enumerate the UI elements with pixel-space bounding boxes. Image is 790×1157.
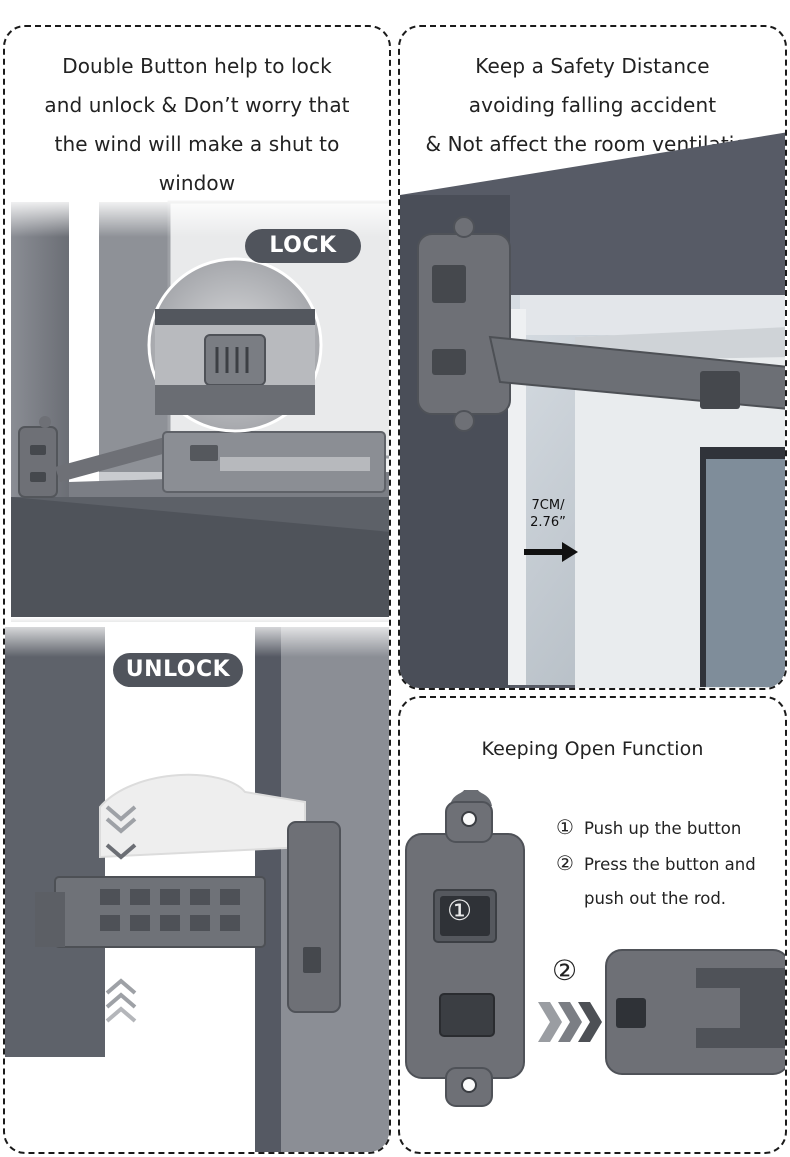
- caption-line: Keep a Safety Distance: [475, 54, 710, 78]
- lock-unlock-panel: Double Button help to lock and unlock & …: [3, 25, 391, 1154]
- lock-unlock-caption: Double Button help to lock and unlock & …: [5, 47, 389, 203]
- step-2: ② Press the button and push out the rod.: [556, 846, 756, 916]
- unlock-scene-illustration: [5, 617, 389, 1152]
- lock-scene-illustration: [11, 197, 389, 622]
- measurement-cm: 7CM/: [531, 498, 565, 513]
- keeping-open-steps: ① Push up the button ② Press the button an…: [556, 810, 756, 916]
- caption-line: window: [158, 171, 236, 195]
- lock-label: LOCK: [245, 229, 361, 263]
- keeping-open-panel: Keeping Open Function ① Push up the butto…: [398, 696, 787, 1154]
- keeping-open-title-text: Keeping Open Function: [481, 738, 704, 760]
- step-2-text-continued: push out the rod.: [584, 889, 727, 908]
- keeping-open-illustration: [405, 790, 785, 1107]
- step-1: ① Push up the button: [556, 810, 756, 846]
- arrow-step-marker: ②: [552, 954, 578, 987]
- keeping-open-title: Keeping Open Function: [400, 730, 785, 769]
- step-1-marker: ①: [556, 815, 574, 839]
- measurement-inch: 2.76”: [530, 515, 566, 530]
- caption-line: and unlock & Don’t worry that: [44, 93, 350, 117]
- unlock-label: UNLOCK: [113, 653, 243, 687]
- safety-distance-panel: Keep a Safety Distance avoiding falling …: [398, 25, 787, 690]
- caption-line: Double Button help to lock: [62, 54, 332, 78]
- step-2-text: Press the button and: [584, 855, 756, 874]
- step-2-marker: ②: [556, 851, 574, 875]
- safety-distance-illustration: [400, 132, 785, 688]
- caption-line: the wind will make a shut to: [54, 132, 340, 156]
- safety-distance-caption: Keep a Safety Distance avoiding falling …: [400, 47, 785, 164]
- device-button-marker: ①: [447, 894, 473, 927]
- distance-measurement: 7CM/ 2.76”: [518, 497, 578, 531]
- step-1-text: Push up the button: [584, 819, 742, 838]
- caption-line: avoiding falling accident: [468, 93, 717, 117]
